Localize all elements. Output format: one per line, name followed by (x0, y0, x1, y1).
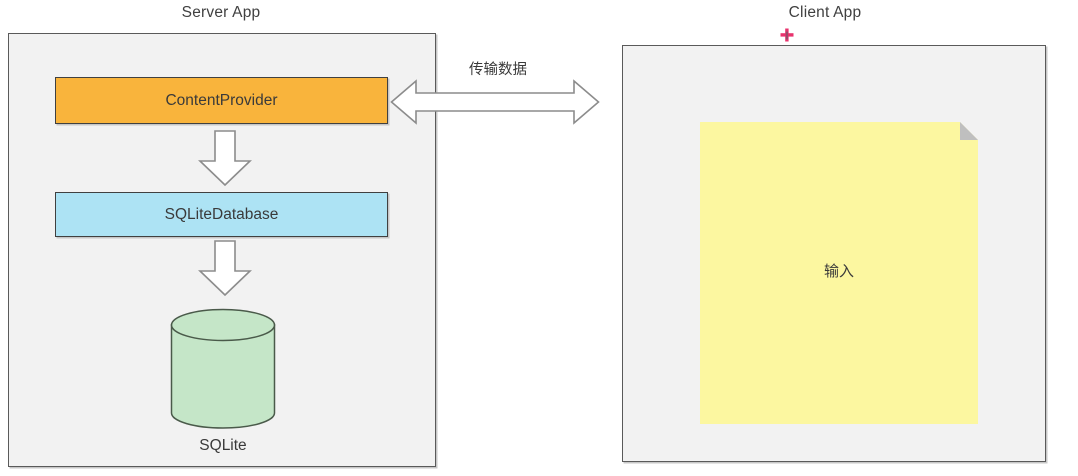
node-content-provider[interactable]: ContentProvider (55, 77, 388, 124)
transfer-data-label: 传输数据 (469, 62, 527, 78)
node-sqlite-cylinder[interactable] (170, 308, 276, 430)
client-input-note[interactable] (700, 122, 978, 424)
node-sqlite-database[interactable]: SQLiteDatabase (55, 192, 388, 237)
server-app-title: Server App (181, 4, 261, 21)
arrow-transfer-data-bidirectional (390, 79, 600, 125)
node-sqlite-database-label: SQLiteDatabase (164, 205, 279, 223)
client-input-note-label: 输入 (823, 263, 854, 280)
client-app-title: Client App (788, 4, 862, 21)
plus-marker-icon (780, 28, 794, 42)
arrow-content-provider-to-sqlitedatabase (198, 130, 252, 187)
node-sqlite-label: SQLite (199, 437, 247, 454)
arrow-sqlitedatabase-to-sqlite (198, 240, 252, 297)
node-content-provider-label: ContentProvider (165, 91, 278, 109)
